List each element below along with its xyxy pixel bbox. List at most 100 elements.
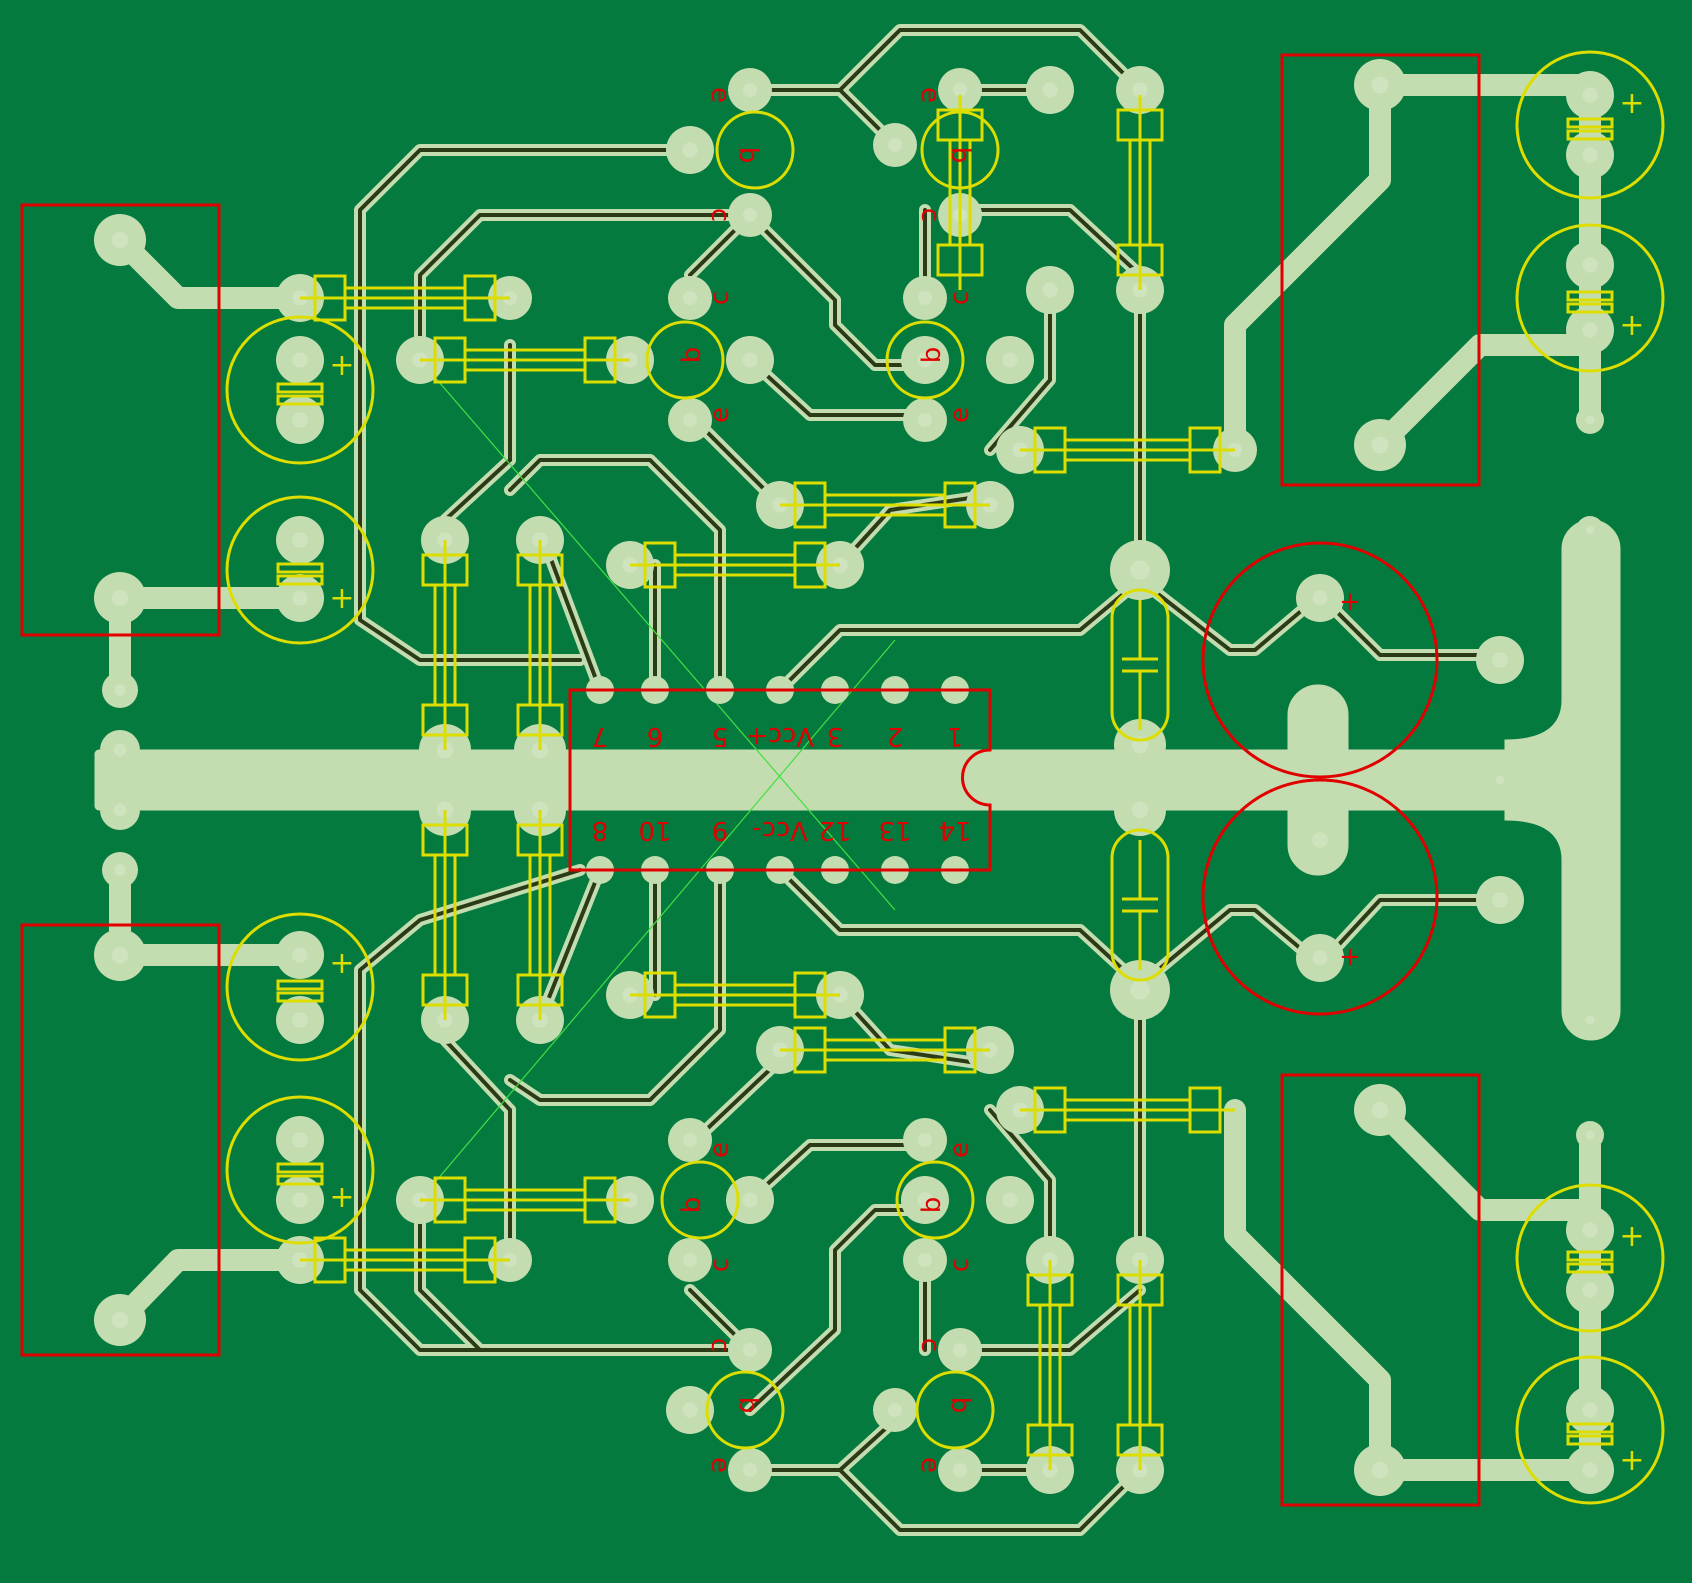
pad-hole [1371,436,1389,454]
pad-hole [682,412,698,428]
component-pads [94,59,1614,1496]
pad [938,68,982,112]
pad-hole [1312,832,1328,848]
transistor-pin-label: c [945,291,975,305]
ic-pin-label-top: 5 [712,721,729,751]
pad-hole [917,412,933,428]
pad-hole [952,1462,968,1478]
transistor-pin-label: e [705,87,735,103]
pad [276,574,324,622]
pad-hole [292,1012,308,1028]
pad-hole [111,231,129,249]
pad-hole [742,82,758,98]
pad [903,1238,947,1282]
pad-hole [682,1402,698,1418]
pad-hole [1585,1015,1595,1025]
transistor-silk [645,320,725,400]
transistor-pin-label: e [915,87,945,103]
pad [276,1176,324,1224]
pad-hole [292,947,308,963]
capacitor-silk [1515,1183,1665,1333]
pad [1110,540,1170,600]
pad [1354,1084,1406,1136]
pad-hole [742,1342,758,1358]
polarity-mark: + [1339,587,1361,617]
pad-hole [1312,590,1328,606]
pad [1566,1446,1614,1494]
capacitor-silk [225,495,375,645]
pad [1566,1386,1614,1434]
pad-hole [1042,282,1058,298]
transistor-silk [885,320,965,400]
capacitor-silk [1515,50,1665,200]
pad [102,852,138,888]
pad [1576,1006,1604,1034]
pad-hole [1371,1461,1389,1479]
connector-outline-bottom-right [1280,1073,1481,1507]
pad-hole [1582,147,1598,163]
pad-hole [917,1252,933,1268]
pad-hole [682,1132,698,1148]
transistor-pin-label: c [915,208,945,222]
pad [901,336,949,384]
transistor-silk [660,1160,740,1240]
transistor-silk [705,1370,785,1450]
resistor-silk [936,95,984,290]
pad [1354,1444,1406,1496]
transistor-pin-label: c [705,1258,735,1272]
resistor-silk [516,540,564,750]
capacitor-silk [1515,1355,1665,1505]
pad-hole [1371,1101,1389,1119]
resistor-silk [420,1176,630,1224]
pad [873,1388,917,1432]
pad-hole [292,412,308,428]
pad-hole [1130,560,1150,580]
pad-hole [952,1342,968,1358]
pad-hole [887,137,903,153]
pad [1296,574,1344,622]
pad [100,790,140,830]
pad-hole [952,82,968,98]
resistor-silk [420,336,630,384]
film-capacitor-silk [1110,588,1170,742]
pad [726,336,774,384]
pad [94,572,146,624]
pad [94,214,146,266]
transistor-pin-label: b [945,1397,975,1414]
pad [94,929,146,981]
pad-hole [1582,257,1598,273]
pad-hole [113,743,127,757]
pad-hole [111,1311,129,1329]
pad-hole [1582,1222,1598,1238]
pad [1576,1121,1604,1149]
pad-hole [917,1192,933,1208]
transistor-pin-label: c [705,208,735,222]
pad [276,516,324,564]
pad-hole [1002,352,1018,368]
pad-hole [292,1132,308,1148]
resistor-silk [1020,426,1235,474]
pad [666,1386,714,1434]
pad-hole [1582,1402,1598,1418]
pad [276,996,324,1044]
transistor-pin-label: b [945,147,975,164]
resistor-silk [1020,1086,1235,1134]
ic-pin-label-bottom: Vcc- [752,815,808,845]
resistor-silk [780,1026,990,1074]
pad [668,276,712,320]
pad [726,1176,774,1224]
pad-hole [1371,76,1389,94]
pad [1476,876,1524,924]
transistor-pin-label: e [945,1142,975,1158]
pad [1566,1206,1614,1254]
electrolytic-cap-outline-top [1201,541,1439,779]
pad [903,276,947,320]
pad [1354,419,1406,471]
pad [728,1448,772,1492]
resistor-silk [1116,1260,1164,1470]
pad [728,1328,772,1372]
pad-hole [1582,87,1598,103]
pad [903,1118,947,1162]
ic-pin-label-top: 6 [647,721,664,751]
